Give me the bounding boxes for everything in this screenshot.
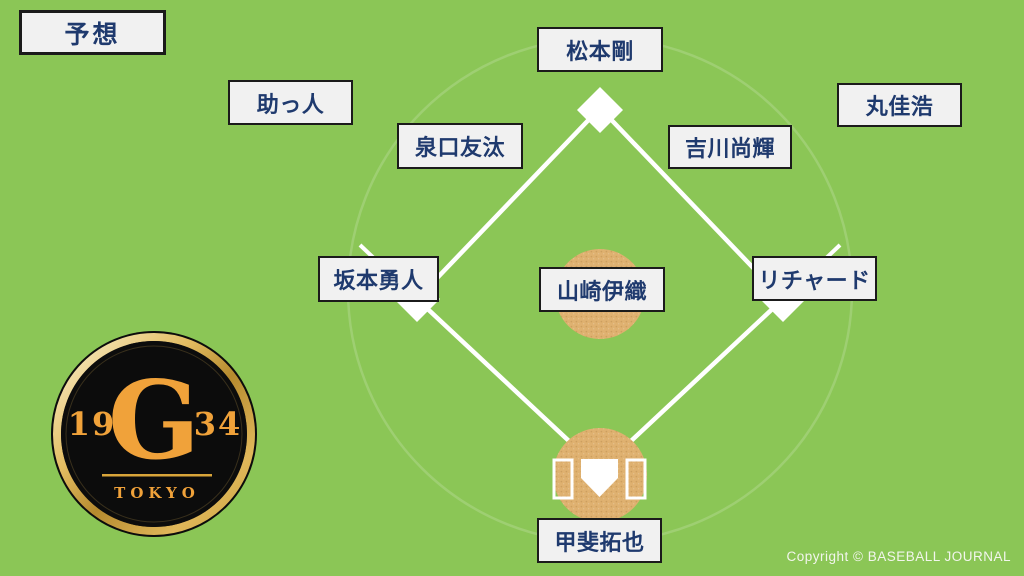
prediction-title-label: 予想: [19, 10, 166, 55]
logo-year-right: 34: [194, 405, 243, 443]
label-right-fielder: 丸佳浩: [837, 83, 962, 127]
logo-year-left: 19: [68, 405, 117, 443]
second-base: [577, 87, 623, 133]
label-shortstop: 泉口友汰: [397, 123, 523, 169]
logo-gold-ring: [53, 333, 255, 535]
label-center-fielder: 松本剛: [537, 27, 663, 72]
copyright-notice: Copyright © BASEBALL JOURNAL: [786, 549, 1011, 564]
label-catcher: 甲斐拓也: [537, 518, 662, 563]
logo-g-monogram: G: [108, 358, 200, 484]
label-pitcher: 山崎伊織: [539, 267, 665, 312]
home-plate: [581, 459, 618, 497]
logo-black-disc: [61, 341, 247, 527]
label-first-baseman: リチャード: [752, 256, 877, 301]
logo-divider-line: [102, 474, 212, 477]
batter-box-left: [552, 458, 574, 500]
batter-box-right: [625, 458, 647, 500]
logo-tokyo-text: TOKYO: [114, 484, 200, 502]
label-second-baseman: 吉川尚輝: [668, 125, 792, 169]
giants-1934-tokyo-logo: 19 34 G TOKYO: [51, 331, 257, 537]
label-left-fielder: 助っ人: [228, 80, 353, 125]
label-third-baseman: 坂本勇人: [318, 256, 439, 302]
logo-inner-pinstripe: [65, 345, 243, 523]
